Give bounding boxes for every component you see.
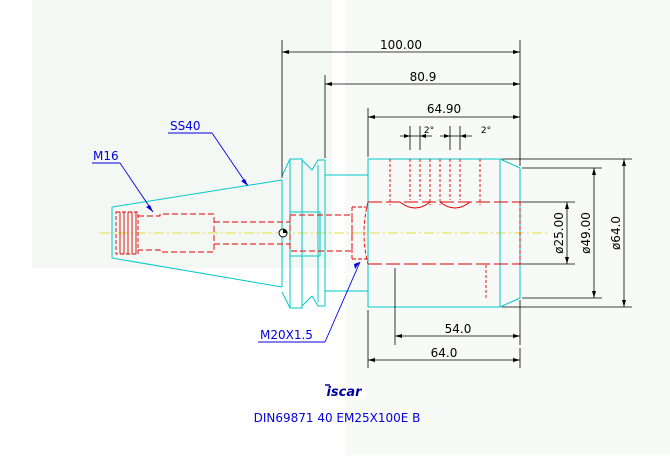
dim-dia-outer: ø64.0 (609, 216, 623, 250)
brand-logo-text: iscar (326, 385, 363, 400)
callout-leaders (92, 132, 361, 343)
dim-dia-mid: ø49.00 (579, 212, 593, 254)
drawing-caption: DIN69871 40 EM25X100E B (254, 411, 421, 425)
tool-outline (111, 158, 521, 309)
dim-length-3: 64.90 (427, 102, 461, 116)
dimension-arrows (282, 50, 626, 362)
dimension-text: 100.00 80.9 64.90 2° 2° 54.0 64.0 ø25.00… (380, 38, 623, 360)
dim-length-4: 54.0 (445, 322, 472, 336)
dim-length-5: 64.0 (431, 346, 458, 360)
center-point-fill (283, 229, 287, 233)
callout-text: SS40 M16 M20X1.5 (93, 119, 313, 342)
callout-taper: SS40 (170, 119, 201, 133)
hidden-lines (115, 159, 522, 300)
callout-thread-large: M20X1.5 (260, 328, 313, 342)
dim-angle-a: 2° (424, 126, 434, 136)
dim-angle-b: 2° (481, 126, 491, 136)
dim-overall-length: 100.00 (380, 38, 422, 52)
callout-arrows (146, 179, 360, 269)
sheet-panel (32, 0, 332, 268)
brand-logo: iscar (323, 384, 365, 400)
sheet-panel-right (345, 0, 670, 455)
callout-thread-small: M16 (93, 149, 119, 163)
dimension-lines (281, 40, 632, 368)
dim-length-2: 80.9 (410, 70, 437, 84)
dim-dia-bore: ø25.00 (552, 212, 566, 254)
